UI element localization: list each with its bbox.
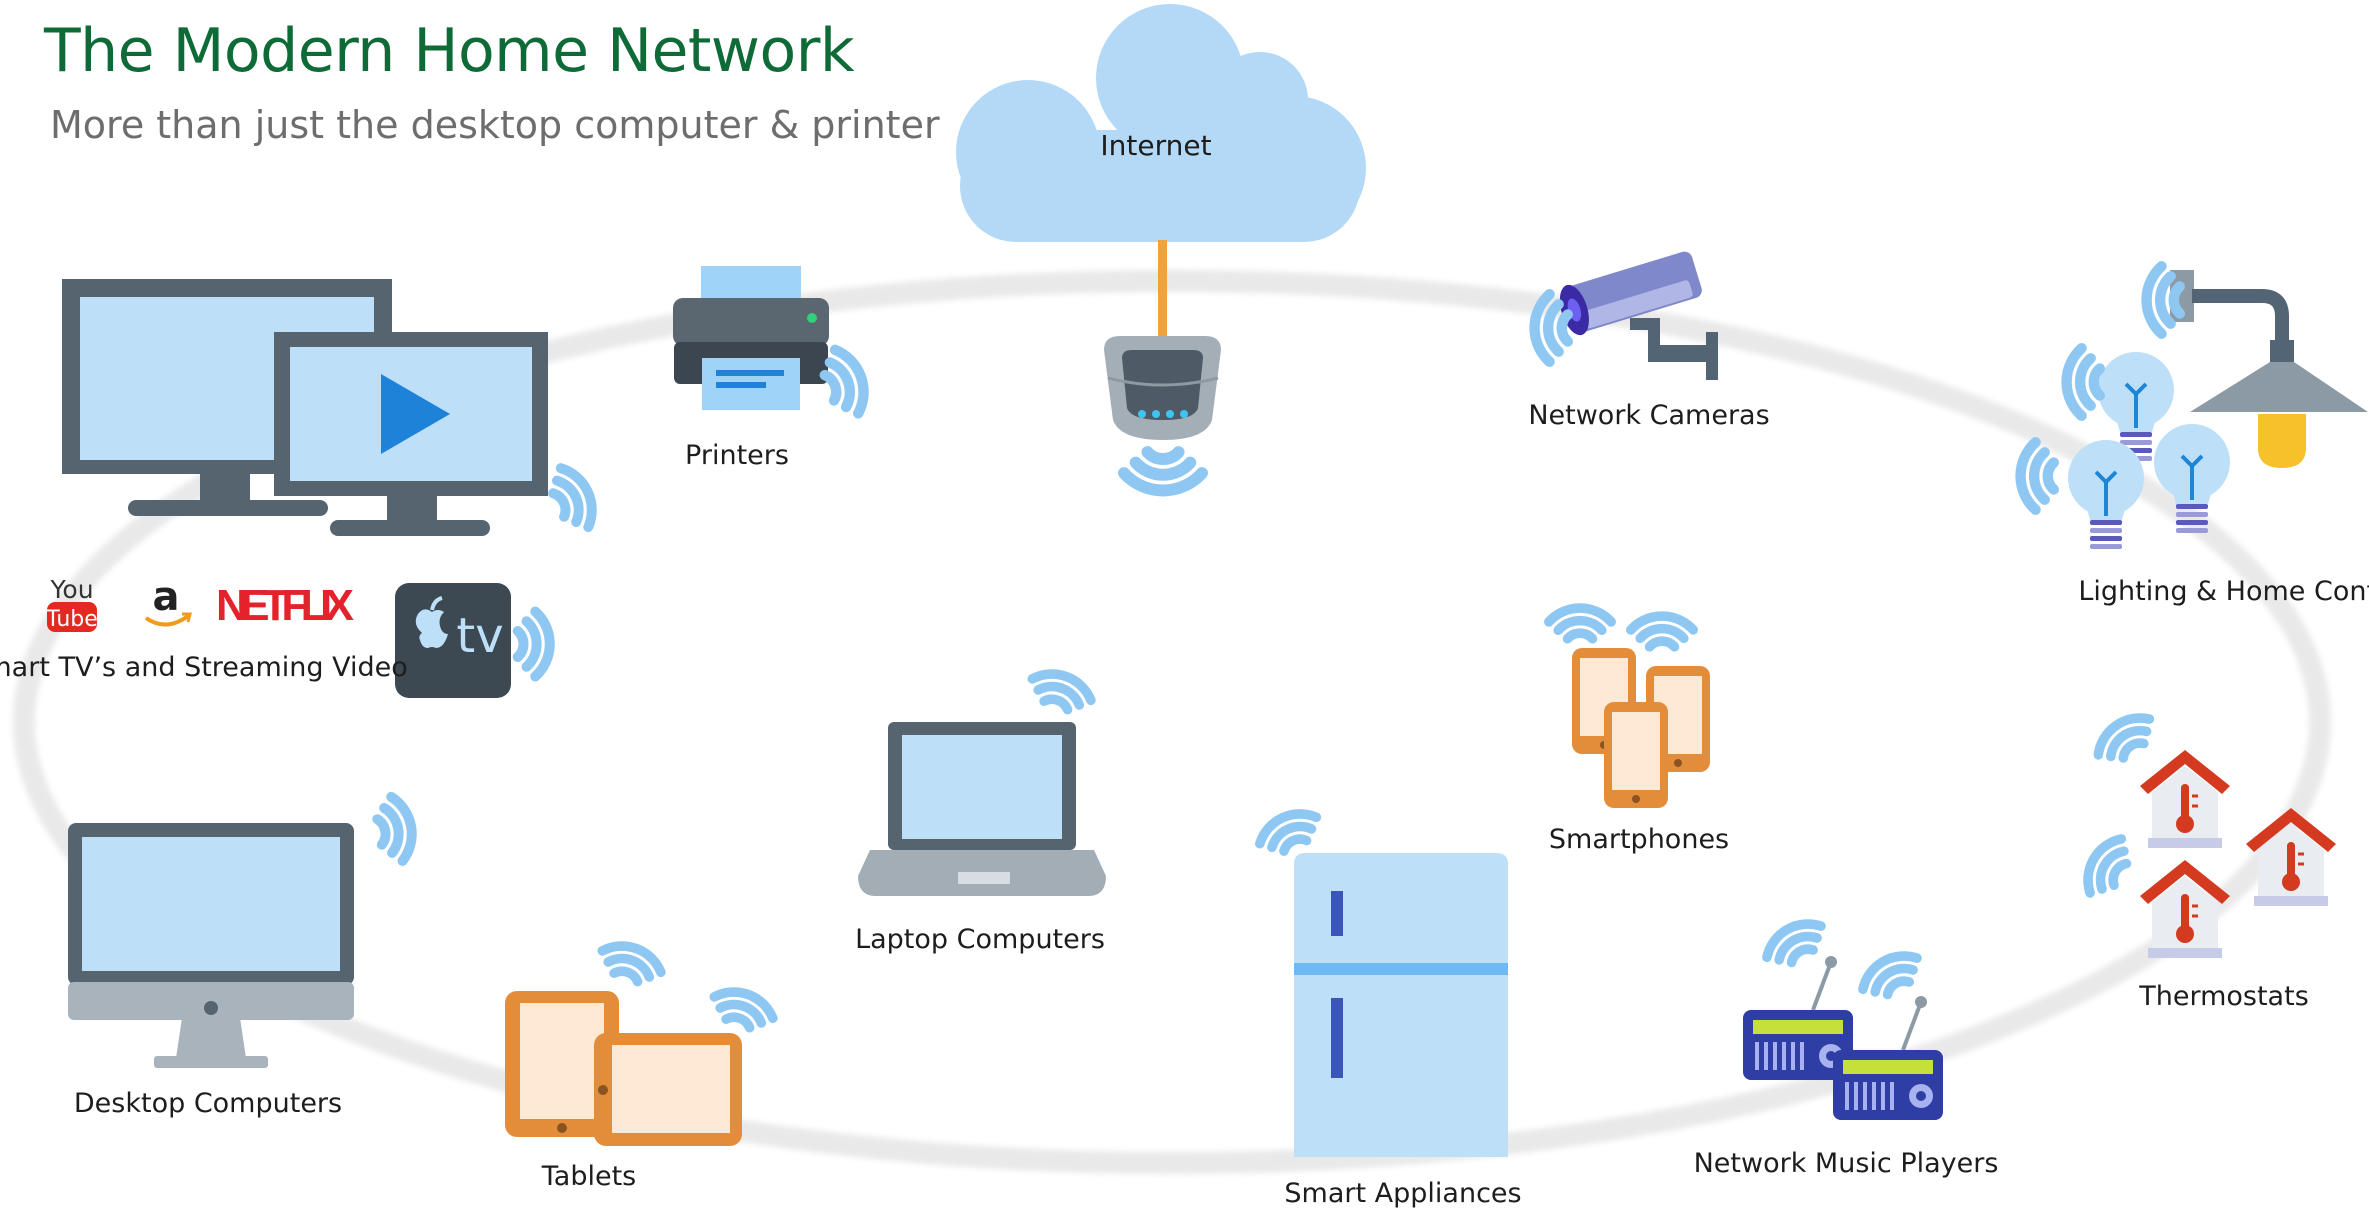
svg-text:You: You: [49, 575, 93, 604]
wifi-icon: [1118, 446, 1208, 497]
ceiling-lamp-icon: [2170, 270, 2368, 468]
tv-play-icon: [274, 332, 548, 536]
printer-icon: [673, 266, 829, 410]
wifi-icon: [2083, 834, 2132, 898]
router-icon: [1104, 336, 1221, 440]
network-cameras-label: Network Cameras: [1528, 400, 1770, 431]
printers-label: Printers: [685, 440, 789, 471]
tablet-icon: [594, 1033, 742, 1146]
lightbulb-icon: [2098, 352, 2174, 461]
laptop-icon: [858, 722, 1106, 896]
wifi-icon: [548, 463, 597, 533]
wifi-icon: [1255, 809, 1322, 856]
network-ring: [13, 270, 2331, 1174]
thermostats-label: Thermostats: [2139, 981, 2309, 1012]
music-players-label: Network Music Players: [1693, 1148, 1999, 1179]
internet-label: Internet: [1100, 129, 1211, 162]
page-subtitle: More than just the desktop computer & pr…: [50, 103, 940, 147]
wifi-icon: [512, 606, 555, 682]
netflix-logo: NETFLIX: [216, 581, 354, 630]
svg-text:a: a: [153, 574, 180, 620]
wifi-icon: [1544, 603, 1616, 644]
thermostat-house-icon: [2140, 860, 2230, 958]
wifi-icon: [1027, 669, 1096, 715]
wifi-icon: [1626, 611, 1698, 652]
svg-text:tv: tv: [456, 608, 503, 664]
tablet-icon: [505, 991, 619, 1137]
wifi-icon: [2093, 713, 2155, 763]
appletv-logo: tv: [395, 583, 511, 698]
smart-tv-label: Smart TV’s and Streaming Video: [0, 652, 408, 683]
wifi-icon: [1762, 919, 1826, 968]
wifi-icon: [1529, 289, 1573, 367]
lighting-label: Lighting & Home Controls: [2078, 576, 2369, 607]
cloud-icon: [956, 4, 1366, 242]
security-camera-icon: [1559, 251, 1718, 380]
thermostat-house-icon: [2140, 750, 2230, 848]
thermostat-house-icon: [2246, 808, 2336, 906]
refrigerator-icon: [1294, 853, 1508, 1157]
radio-icon: [1833, 996, 1943, 1120]
svg-text:Tube: Tube: [45, 607, 98, 632]
lightbulb-icon: [2154, 424, 2230, 533]
appliances-label: Smart Appliances: [1284, 1178, 1522, 1209]
page-title: The Modern Home Network: [44, 16, 855, 86]
youtube-logo: You Tube: [45, 575, 98, 632]
smartphone-icon: [1604, 702, 1668, 808]
amazon-logo: a: [144, 574, 192, 627]
lightbulb-icon: [2068, 440, 2144, 549]
wifi-icon: [372, 791, 417, 866]
tablets-label: Tablets: [541, 1161, 637, 1192]
wifi-icon: [709, 987, 778, 1033]
wifi-icon: [2015, 437, 2059, 515]
desktops-label: Desktop Computers: [73, 1088, 343, 1119]
desktop-computer-icon: [68, 823, 354, 1068]
wifi-icon: [1858, 951, 1922, 1000]
radio-icon: [1743, 956, 1853, 1080]
wifi-icon: [819, 344, 869, 419]
wifi-icon: [597, 941, 666, 987]
laptops-label: Laptop Computers: [855, 924, 1105, 955]
internet-cable: [1158, 240, 1167, 345]
wifi-icon: [2141, 261, 2185, 339]
smartphones-label: Smartphones: [1548, 824, 1730, 855]
wifi-icon: [2061, 343, 2105, 421]
